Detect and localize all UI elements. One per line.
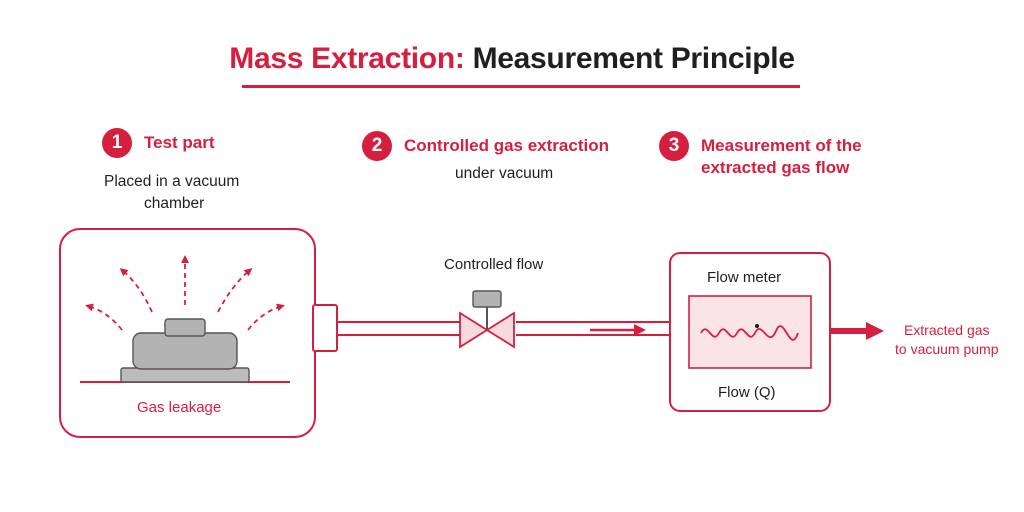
flow-q-label: Flow (Q) xyxy=(718,384,776,401)
title-rest: Measurement Principle xyxy=(464,42,795,75)
outlet-label: Extracted gas to vacuum pump xyxy=(895,321,999,359)
outlet-label-line1: Extracted gas xyxy=(903,322,990,338)
step-1-desc-line2: chamber xyxy=(144,195,205,212)
step-2-title: Controlled gas extraction xyxy=(404,136,609,155)
test-part-icon xyxy=(120,318,250,383)
flow-meter-display xyxy=(688,295,812,369)
step-3-title-line2: extracted gas flow xyxy=(701,158,850,177)
outlet-arrow-head xyxy=(866,322,884,340)
title-underline xyxy=(242,85,800,88)
chamber-port xyxy=(312,304,338,352)
step-3: 3 Measurement of the extracted gas flow xyxy=(659,131,862,179)
pipe-flow-arrow-head xyxy=(634,324,646,336)
outlet-label-line2: to vacuum pump xyxy=(895,341,999,357)
flow-signal-wave xyxy=(700,325,799,341)
extraction-pipe xyxy=(337,321,670,336)
step-1-desc-line1: Placed in a vacuum xyxy=(104,173,240,190)
step-2-badge: 2 xyxy=(362,131,392,161)
step-2: 2 Controlled gas extraction xyxy=(362,131,609,161)
leak-arrow-right xyxy=(247,303,285,331)
gas-leak-arrows xyxy=(85,255,285,331)
control-valve-icon xyxy=(459,290,515,349)
step-1-badge: 1 xyxy=(102,128,132,158)
step-2-description: under vacuum xyxy=(455,165,554,182)
flow-meter-label: Flow meter xyxy=(707,269,782,286)
gas-leakage-label: Gas leakage xyxy=(137,399,222,416)
step-3-title: Measurement of the extracted gas flow xyxy=(701,135,862,179)
title-accent: Mass Extraction: xyxy=(229,42,465,75)
leak-arrow-upper-left xyxy=(119,268,153,313)
flow-signal-marker xyxy=(755,324,759,328)
step-1-description: Placed in a vacuum chamber xyxy=(104,171,239,215)
step-1-title: Test part xyxy=(144,133,215,152)
page-title: Mass Extraction: Measurement Principle xyxy=(0,42,1024,76)
step-3-title-line1: Measurement of the xyxy=(701,136,862,155)
controlled-flow-label: Controlled flow xyxy=(444,256,544,273)
leak-arrow-upper-right xyxy=(217,268,253,313)
step-3-badge: 3 xyxy=(659,131,689,161)
leak-arrow-left xyxy=(85,303,123,331)
step-1: 1 Test part xyxy=(102,128,215,158)
